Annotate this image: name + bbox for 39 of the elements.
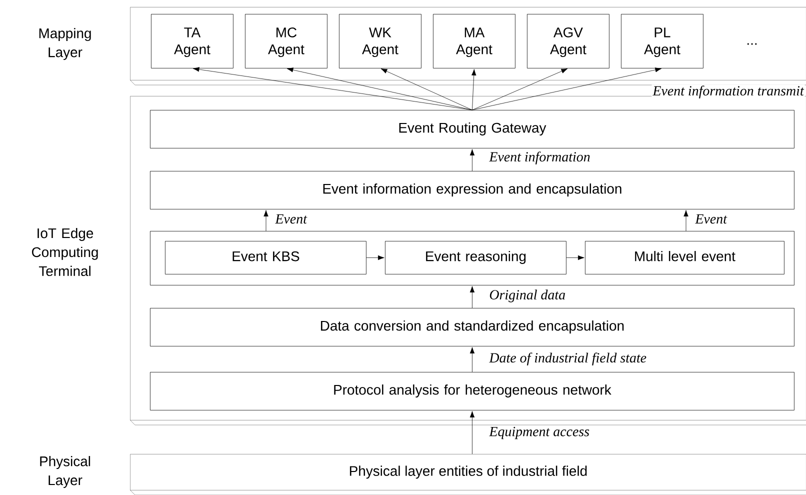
arrow (264, 210, 268, 232)
edge-label: Original data (488, 288, 567, 304)
arrow (472, 69, 476, 110)
agent-box: TA Agent (151, 14, 234, 68)
agent-box: MA Agent (433, 14, 516, 68)
arrow (192, 67, 472, 110)
layer-label: Physical Layer (40, 456, 90, 488)
agent-box: PL Agent (621, 14, 704, 68)
edge-label: Equipment access (488, 426, 591, 440)
layer-label: Mapping Layer (39, 28, 91, 60)
process-box: Multi level event (585, 241, 784, 274)
process-box: Event KBS (165, 241, 366, 274)
arrow (470, 286, 475, 308)
process-box: Event information expression and encapsulation (150, 171, 794, 210)
arrow (566, 255, 584, 260)
edge-label: Event (274, 213, 308, 225)
process-box: Data conversion and standardized encapsulation (150, 308, 794, 346)
arrow (472, 68, 662, 110)
arrow (380, 68, 472, 110)
layer-band: Physical layer entities of industrial field (130, 454, 806, 495)
layer-label: IoT Edge Computing Terminal (32, 228, 98, 276)
edge-label: Date of industrial field state (488, 352, 648, 366)
arrow (286, 68, 472, 110)
arrow (470, 149, 475, 172)
process-box: Protocol analysis for heterogeneous network (150, 372, 794, 410)
arrow (472, 68, 568, 110)
arrow (366, 255, 384, 260)
arrow (470, 411, 475, 454)
edge-label: Event (694, 213, 728, 225)
process-box: Event Routing Gateway (150, 110, 794, 148)
edge-label: Event information transmit (652, 84, 805, 100)
agent-box: AGV Agent (527, 14, 610, 68)
agent-box: MC Agent (245, 14, 328, 68)
agent-box: WK Agent (339, 14, 422, 68)
process-box: Event reasoning (385, 241, 566, 274)
edge-label: Event information (488, 150, 592, 166)
arrow (470, 347, 475, 372)
ellipsis-label: ... (747, 43, 757, 45)
arrow (684, 210, 688, 232)
